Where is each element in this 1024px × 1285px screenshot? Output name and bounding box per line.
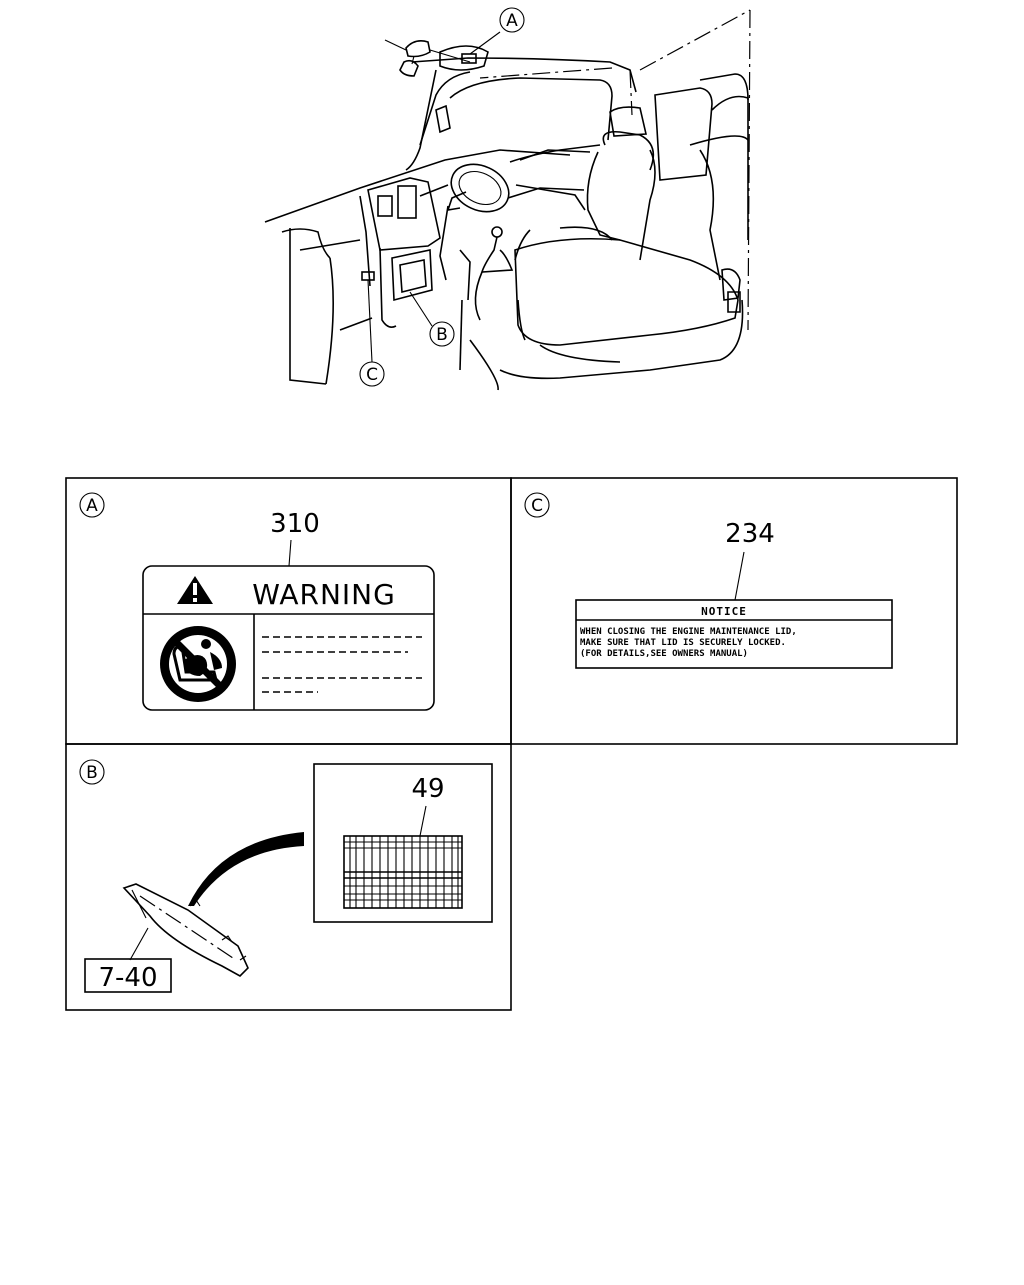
panel-a-circle — [79, 492, 105, 518]
cab-interior-illustration: A B C — [264, 7, 751, 391]
panel-c-letter: C — [531, 496, 543, 516]
notice-title: NOTICE — [701, 605, 747, 618]
no-child-seat-airbag-icon — [160, 626, 236, 702]
panel-c-part-number: 234 — [725, 519, 775, 549]
callout-c-label: C — [366, 365, 378, 385]
warning-label: WARNING — [142, 565, 435, 711]
panel-b: B 49 — [79, 759, 493, 993]
pointer-arrow — [188, 832, 304, 906]
callout-b-label: B — [436, 325, 448, 345]
warning-text-placeholder — [262, 636, 422, 693]
callout-a-label: A — [506, 11, 518, 31]
panel-a: A 310 WARNING — [79, 492, 435, 711]
panel-b-circle — [79, 759, 105, 785]
panel-b-part-number: 49 — [411, 774, 444, 804]
callout-circle-a — [499, 7, 525, 33]
detail-panels-frame — [65, 477, 958, 1011]
ref-code: 7-40 — [98, 963, 157, 993]
panel-b-letter: B — [86, 763, 98, 783]
warning-title: WARNING — [252, 578, 396, 611]
callout-circle-c — [359, 361, 385, 387]
detail-box — [313, 763, 493, 923]
fuse-label-chart — [343, 835, 463, 909]
lid-part — [122, 883, 249, 977]
notice-line-1: WHEN CLOSING THE ENGINE MAINTENANCE LID, — [580, 627, 797, 637]
panel-a-part-number: 310 — [270, 509, 320, 539]
ref-code-box — [84, 958, 172, 993]
panel-c: C 234 NOTICE WHEN CLOSING THE ENGINE MAI… — [524, 492, 893, 669]
notice-line-3: (FOR DETAILS,SEE OWNERS MANUAL) — [580, 649, 748, 659]
panel-a-letter: A — [86, 496, 98, 516]
callout-circle-b — [429, 321, 455, 347]
notice-label: NOTICE WHEN CLOSING THE ENGINE MAINTENAN… — [575, 599, 893, 669]
warning-triangle-icon — [177, 576, 213, 604]
notice-line-2: MAKE SURE THAT LID IS SECURELY LOCKED. — [580, 638, 786, 648]
panel-c-circle — [524, 492, 550, 518]
